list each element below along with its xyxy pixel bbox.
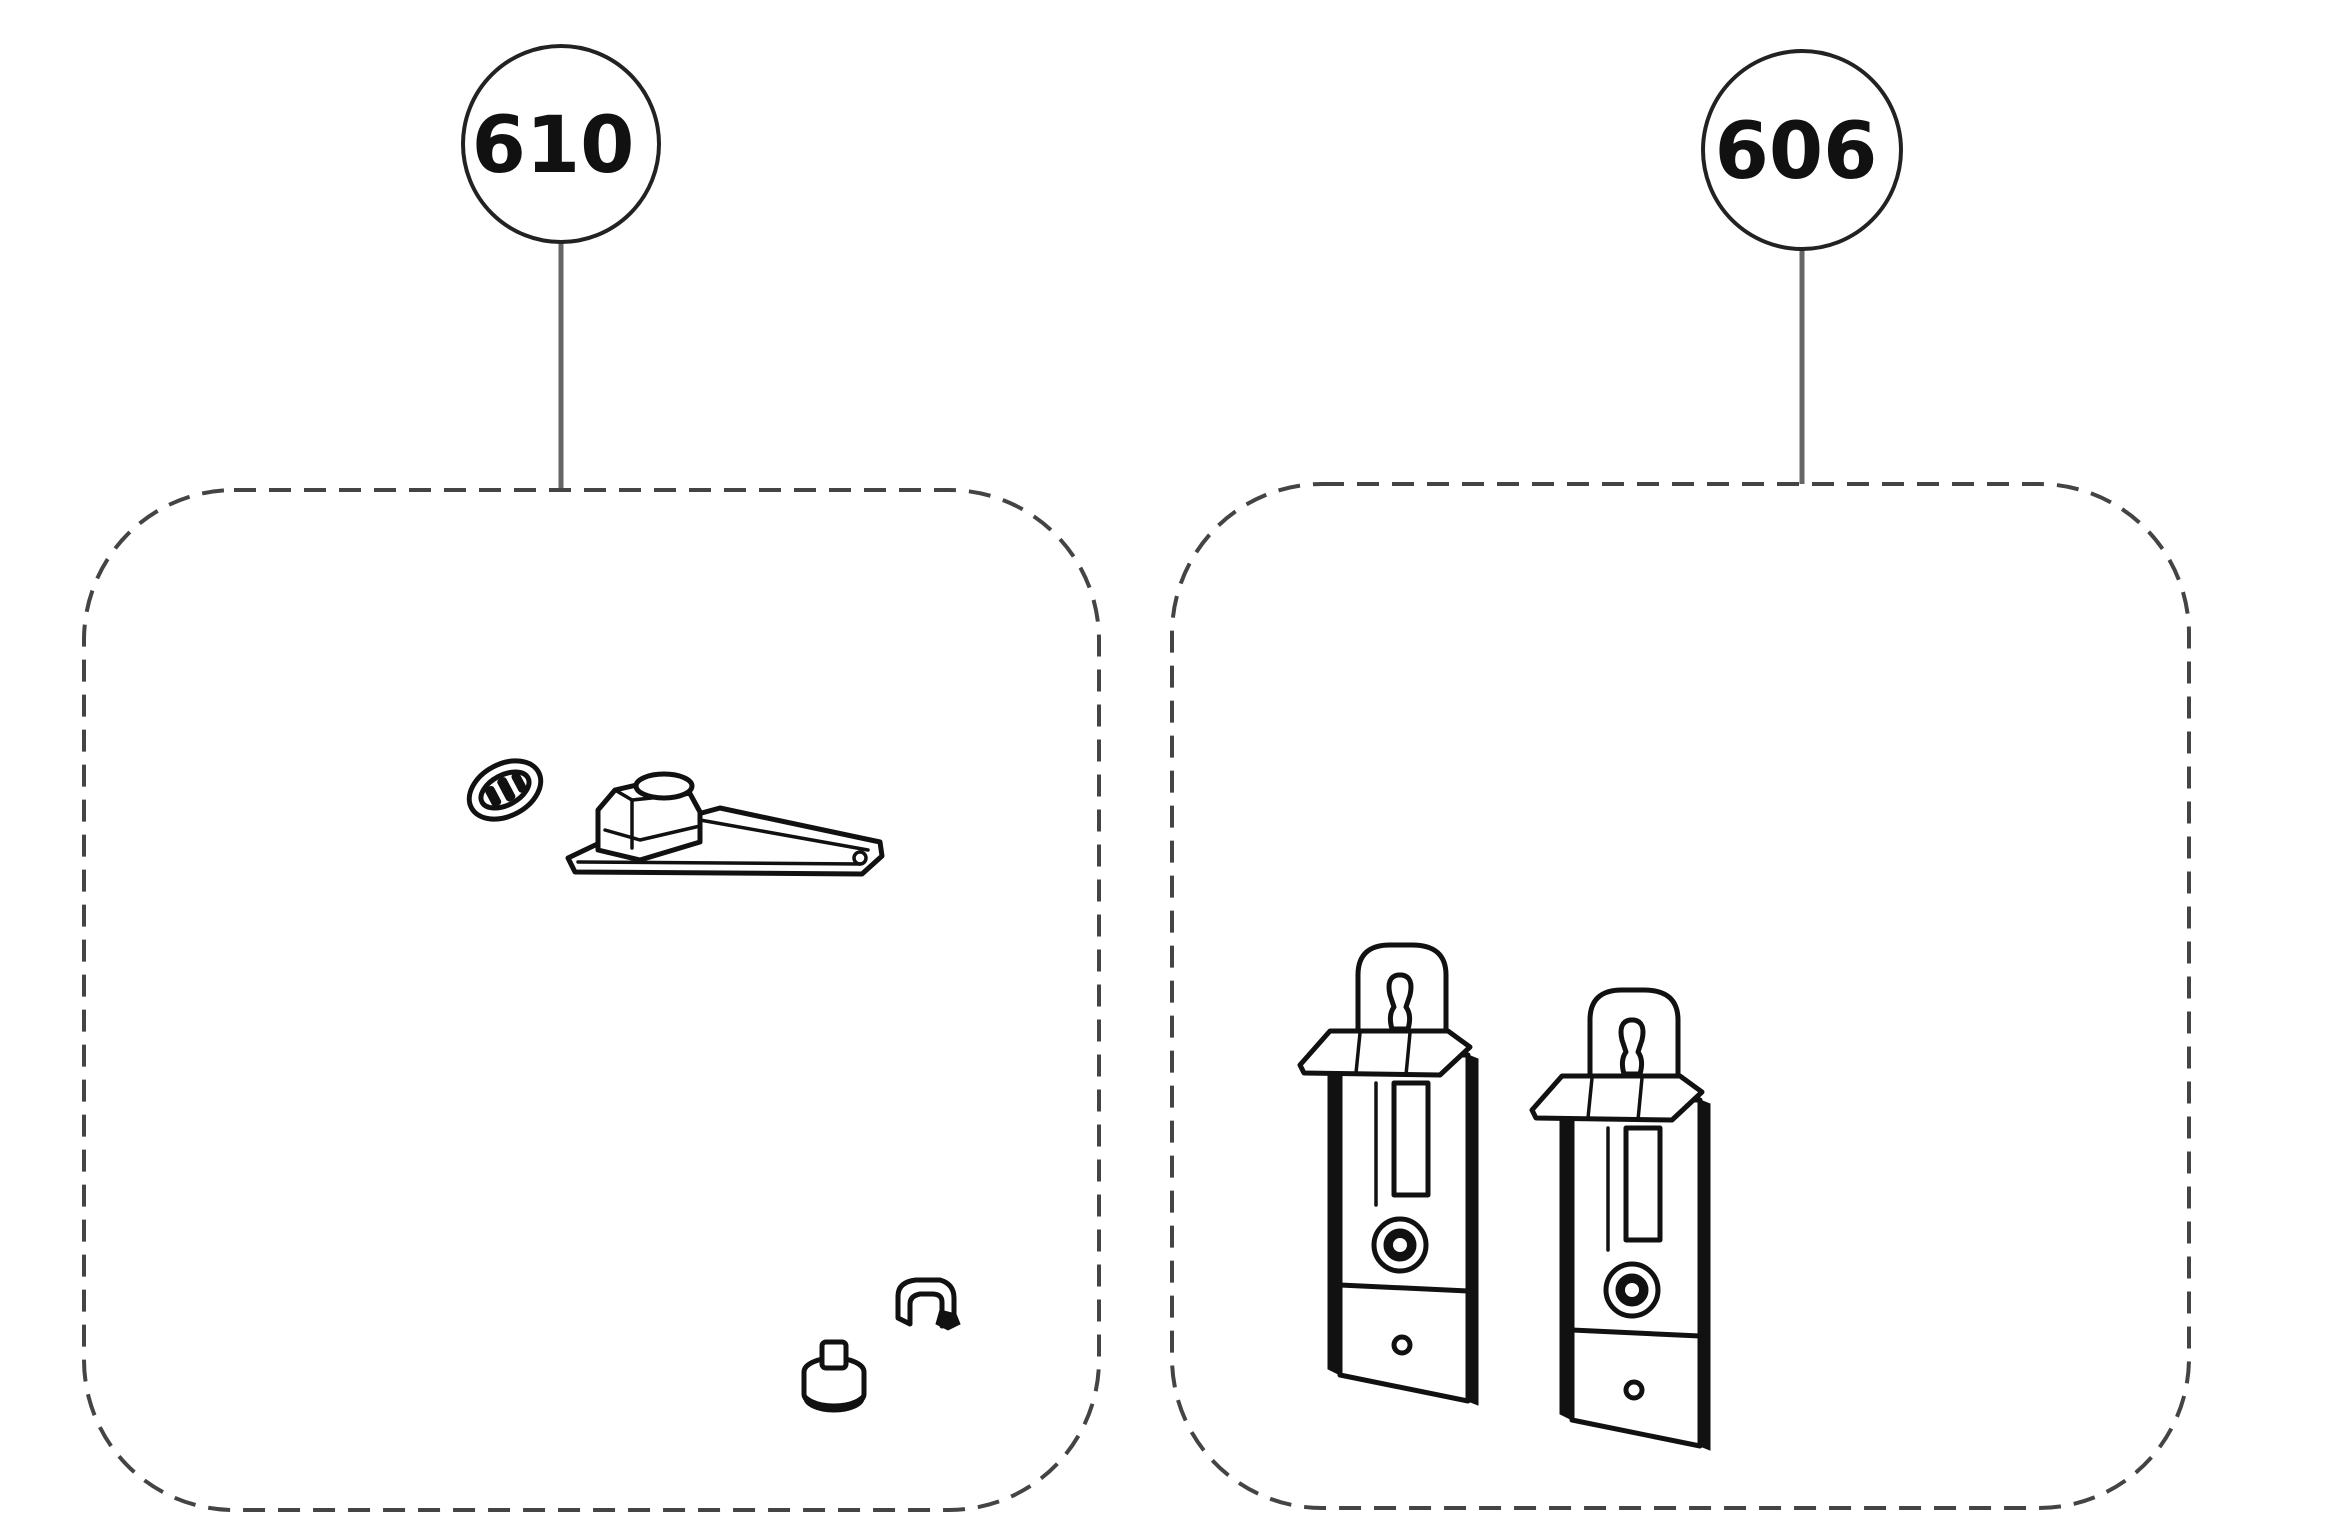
hinge-bracket-icon [565,771,885,877]
callout-bubble-606 [1701,49,1903,251]
callout-label-610: 610 [472,101,635,191]
screw-cap-icon [801,1339,867,1413]
washer-icon [466,758,544,822]
callout-bubble-610 [461,44,661,244]
mounting-bracket-icon [1529,987,1711,1451]
dashed-group-boundary-610 [82,488,1101,1512]
mounting-bracket-icon [1297,942,1479,1406]
dashed-group-boundary-606 [1170,482,2191,1510]
callout-label-606: 606 [1715,107,1878,197]
part-group-610: 610 [82,44,1101,1512]
part-group-606: 606 [1170,49,2191,1510]
clip-icon [895,1277,961,1331]
